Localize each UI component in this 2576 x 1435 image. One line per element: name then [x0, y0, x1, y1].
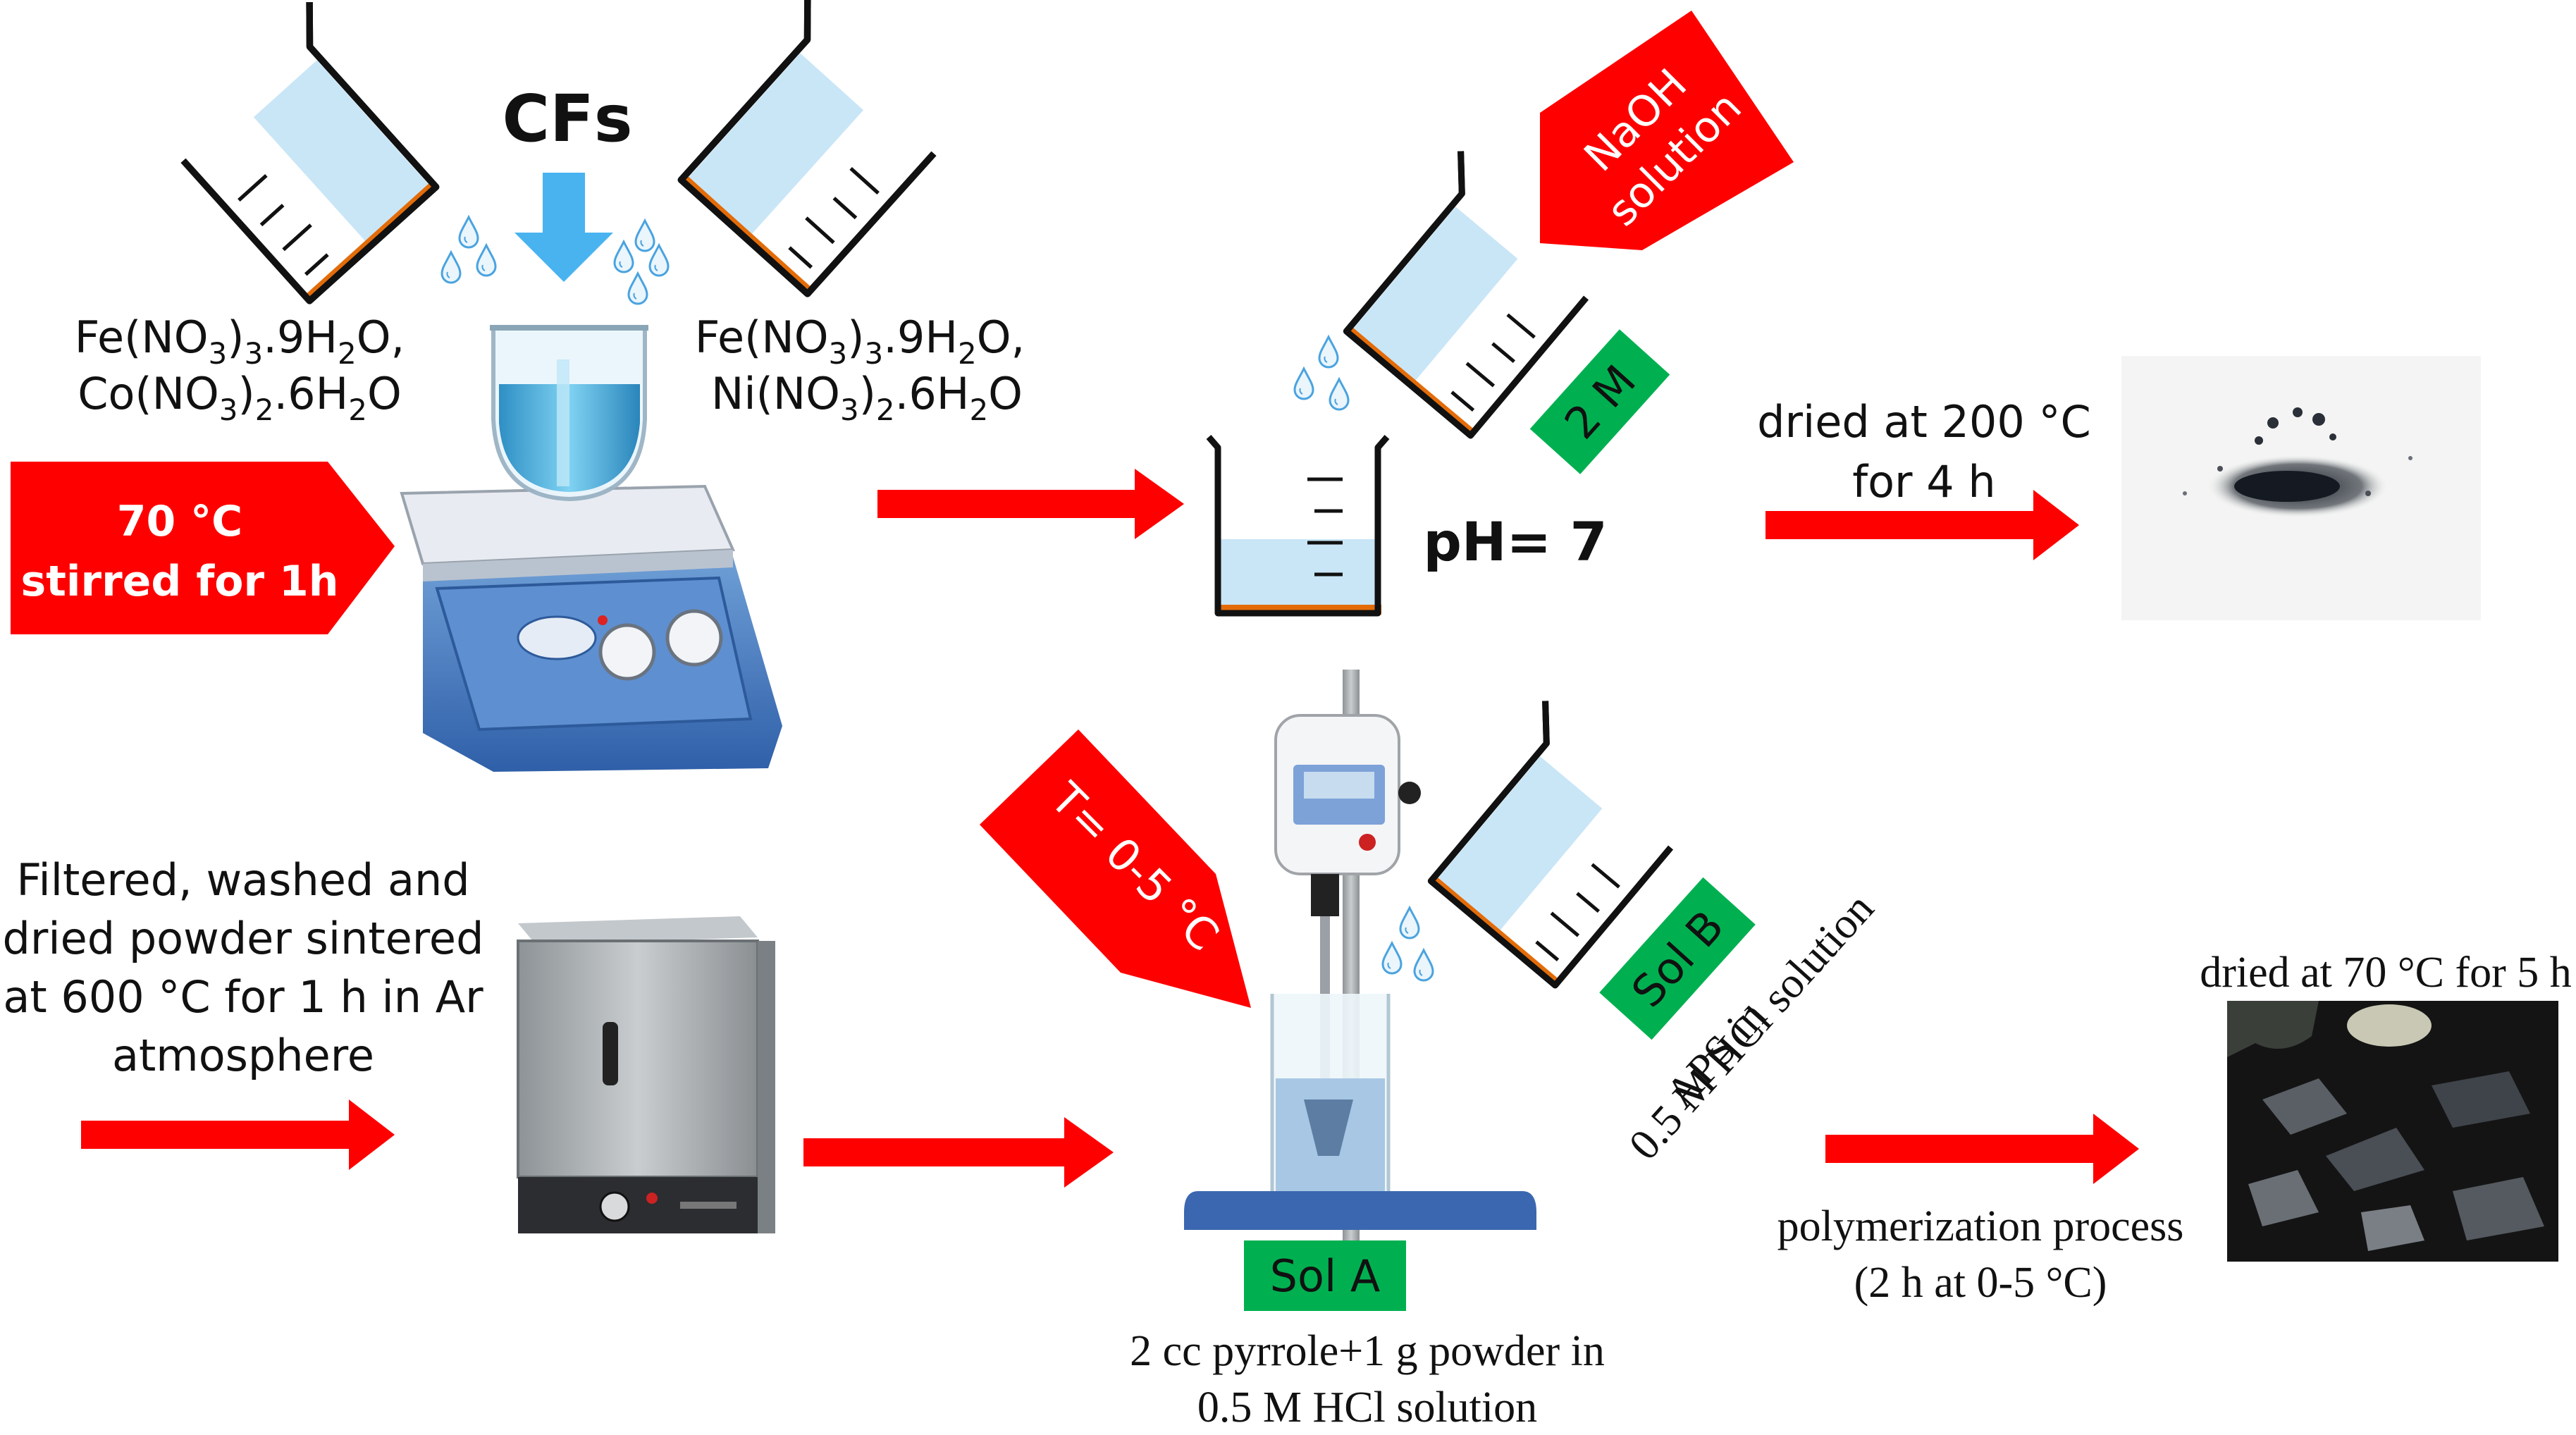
- beaker-icon: [161, 2, 460, 303]
- process-arrow: [81, 1100, 395, 1170]
- beaker-icon: [657, 0, 956, 296]
- poly-label-line2: (2 h at 0-5 °C): [1854, 1259, 2107, 1307]
- sol-a-desc-line2: 0.5 M HCl solution: [1197, 1384, 1537, 1431]
- temperature-label-arrow: T= 0-5 °C: [980, 729, 1251, 1008]
- polymer-photo: [2227, 1001, 2558, 1262]
- sol-a-desc-line1: 2 cc pyrrole+1 g powder in: [1130, 1327, 1605, 1375]
- cfs-label: CFs: [502, 81, 632, 156]
- dry1-label-line1: dried at 200 °C: [1757, 396, 2091, 448]
- sinter-label-line1: Filtered, washed and: [16, 854, 469, 906]
- right-salts-line1: Fe(NO3)3.9H2O,: [695, 312, 1025, 371]
- process-arrow: [803, 1117, 1114, 1188]
- heat-stir-label: stirred for 1h: [21, 557, 339, 606]
- concentration-badge: 2 M: [1529, 329, 1670, 474]
- heat-label-arrow: 70 °C stirred for 1h: [11, 462, 395, 634]
- sinter-label-line4: atmosphere: [112, 1030, 374, 1081]
- overhead-stirrer-icon: [1184, 670, 1536, 1240]
- sol-a-label: Sol A: [1270, 1250, 1381, 1302]
- beaker-icon: [1206, 435, 1390, 617]
- poly-label-line1: polymerization process: [1777, 1202, 2184, 1250]
- process-arrow: [1825, 1114, 2139, 1184]
- ph-label: pH= 7: [1423, 510, 1607, 573]
- dry1-label-line2: for 4 h: [1852, 456, 1995, 507]
- sinter-label-line2: dried powder sintered: [3, 913, 484, 964]
- process-arrow: [1765, 490, 2079, 560]
- water-drop-icon: [1381, 906, 1434, 982]
- water-drop-icon: [1293, 335, 1350, 411]
- sinter-label-line3: at 600 °C for 1 h in Ar: [3, 971, 483, 1023]
- powder-photo: [2121, 356, 2481, 620]
- left-salts-line2: Co(NO3)2.6H2O: [78, 368, 402, 427]
- dry2-label: dried at 70 °C for 5 h: [2200, 949, 2572, 997]
- process-arrow: [877, 469, 1184, 539]
- down-arrow-icon: [514, 173, 613, 282]
- right-salts-line2: Ni(NO3)2.6H2O: [711, 368, 1023, 427]
- heat-temp-label: 70 °C: [117, 497, 242, 546]
- naoh-label-arrow: NaOH solution: [1540, 11, 1794, 250]
- hotplate-stirrer-icon: [400, 325, 782, 772]
- left-salts-line1: Fe(NO3)3.9H2O,: [75, 312, 405, 371]
- furnace-icon: [517, 916, 775, 1233]
- sol-a-badge: Sol A: [1244, 1240, 1406, 1311]
